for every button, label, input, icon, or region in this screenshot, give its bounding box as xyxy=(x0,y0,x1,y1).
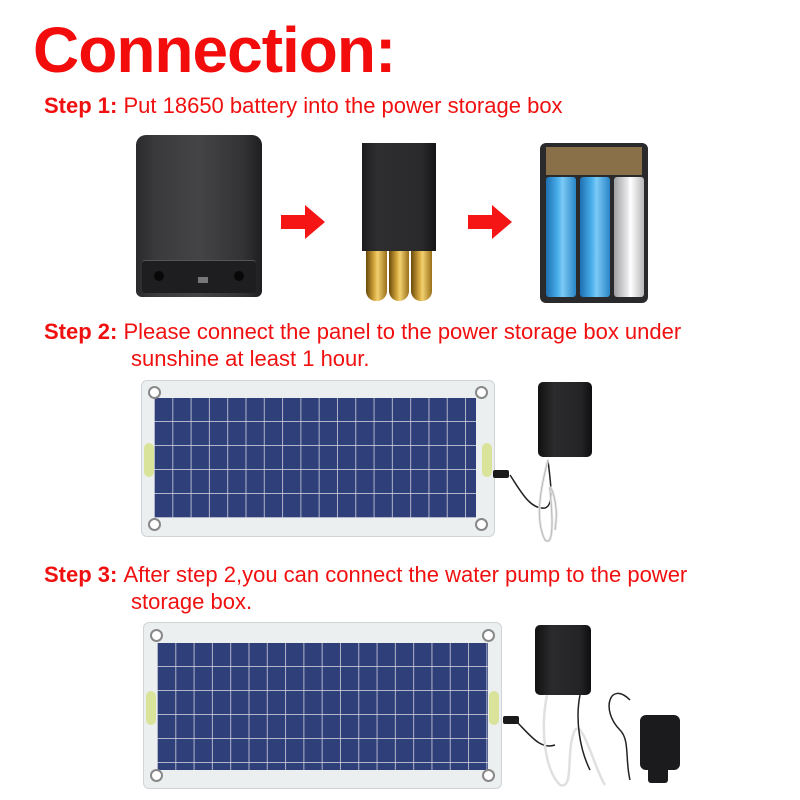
switch-icon xyxy=(198,277,208,283)
step-2-text: Please connect the panel to the power st… xyxy=(123,319,682,344)
solar-panel-image xyxy=(141,380,495,537)
blue-battery-icon xyxy=(580,177,610,297)
pump-outlet xyxy=(648,765,668,783)
open-battery-box-image xyxy=(540,143,648,303)
gold-battery-cells xyxy=(366,251,433,301)
step-1-text: Put 18650 battery into the power storage… xyxy=(123,93,563,118)
port-hole-icon xyxy=(154,271,164,281)
step-2-instruction: Step 2: Please connect the panel to the … xyxy=(44,318,681,372)
box-sleeve xyxy=(362,143,436,251)
dc-connector-icon xyxy=(493,470,509,478)
step-3-instruction: Step 3: After step 2,you can connect the… xyxy=(44,561,687,615)
white-battery-icon xyxy=(614,177,644,297)
cable-icon xyxy=(514,692,631,787)
panel-label-tag xyxy=(144,443,154,477)
step-3-label: Step 3: xyxy=(44,562,118,587)
circuit-board xyxy=(546,147,642,175)
step-1-instruction: Step 1: Put 18650 battery into the power… xyxy=(44,92,563,119)
solar-panel-image xyxy=(143,622,502,789)
panel-label-tag xyxy=(482,443,492,477)
step-2-label: Step 2: xyxy=(44,319,118,344)
power-storage-box-image xyxy=(535,625,591,695)
panel-label-tag xyxy=(489,691,499,725)
closed-battery-box-image xyxy=(136,135,262,297)
step-3-text: After step 2,you can connect the water p… xyxy=(123,562,688,587)
step-3-continuation: storage box. xyxy=(131,589,253,614)
power-storage-box-image xyxy=(538,382,592,457)
dc-connector-icon xyxy=(503,716,519,724)
blue-battery-icon xyxy=(546,177,576,297)
cable-icon xyxy=(509,459,558,543)
step-1-label: Step 1: xyxy=(44,93,118,118)
panel-label-tag xyxy=(146,691,156,725)
battery-box-port-face xyxy=(142,260,256,293)
page-title: Connection: xyxy=(33,14,396,86)
solar-cell-grid xyxy=(154,398,476,518)
battery-box-opening-image xyxy=(362,143,436,301)
port-hole-icon xyxy=(234,271,244,281)
step-2-continuation: sunshine at least 1 hour. xyxy=(131,346,370,371)
water-pump-image xyxy=(640,715,680,770)
solar-cell-grid xyxy=(157,643,488,770)
